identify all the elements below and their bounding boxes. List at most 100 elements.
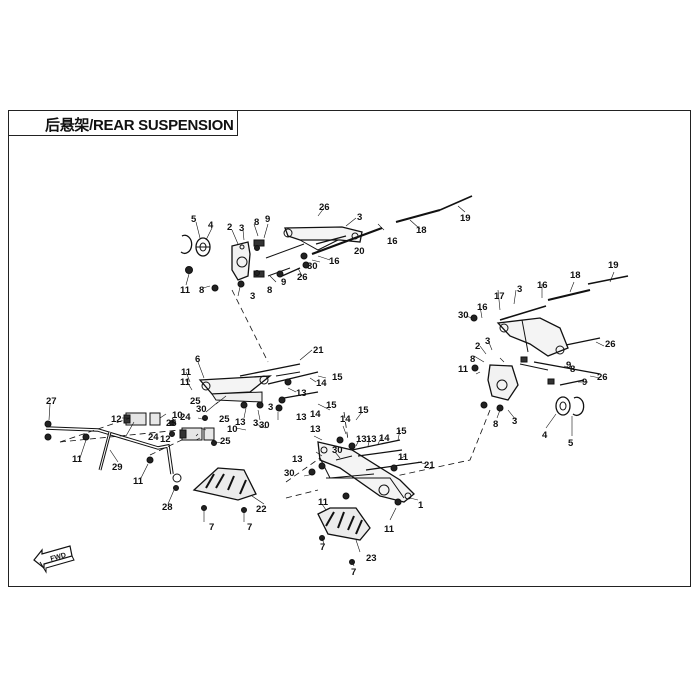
callout-2: 2 bbox=[475, 341, 480, 352]
alignment-lines bbox=[59, 289, 491, 499]
callout-22: 22 bbox=[256, 504, 267, 515]
callout-7: 7 bbox=[320, 542, 325, 553]
callout-18: 18 bbox=[416, 225, 427, 236]
callout-11: 11 bbox=[133, 476, 144, 487]
callout-8: 8 bbox=[254, 217, 259, 228]
callout-8: 8 bbox=[470, 354, 475, 365]
shaft-bolts-right bbox=[499, 275, 629, 386]
callout-8: 8 bbox=[493, 419, 498, 430]
callout-8: 8 bbox=[267, 285, 272, 296]
callout-11: 11 bbox=[384, 524, 395, 535]
callout-19: 19 bbox=[460, 213, 471, 224]
callout-26: 26 bbox=[605, 339, 616, 350]
callout-3: 3 bbox=[357, 212, 362, 223]
callout-3: 3 bbox=[239, 223, 244, 234]
callout-13: 13 bbox=[292, 454, 303, 465]
callout-11: 11 bbox=[181, 367, 192, 378]
callout-15: 15 bbox=[332, 372, 343, 383]
leader-lines bbox=[48, 205, 615, 567]
page-title: 后悬架/REAR SUSPENSION bbox=[45, 117, 234, 134]
callout-2: 2 bbox=[227, 222, 232, 233]
knuckle-right bbox=[470, 314, 585, 416]
callout-9: 9 bbox=[566, 360, 571, 371]
callout-30: 30 bbox=[284, 468, 295, 479]
callout-15: 15 bbox=[358, 405, 369, 416]
callout-3: 3 bbox=[512, 416, 517, 427]
callout-21: 21 bbox=[424, 460, 435, 471]
callout-25: 25 bbox=[166, 418, 177, 429]
callout-8: 8 bbox=[199, 285, 204, 296]
callout-9: 9 bbox=[582, 377, 587, 388]
callout-8: 8 bbox=[570, 364, 575, 375]
callout-21: 21 bbox=[313, 345, 324, 356]
callout-26: 26 bbox=[297, 272, 308, 283]
callout-23: 23 bbox=[366, 553, 377, 564]
callout-11: 11 bbox=[72, 454, 83, 465]
callout-26: 26 bbox=[597, 372, 608, 383]
callout-26: 26 bbox=[319, 202, 330, 213]
callout-7: 7 bbox=[351, 567, 356, 578]
callout-16: 16 bbox=[329, 256, 340, 267]
callout-24: 24 bbox=[148, 432, 159, 443]
skid-guard-left bbox=[192, 467, 257, 513]
callout-20: 20 bbox=[354, 246, 365, 257]
callout-15: 15 bbox=[396, 426, 407, 437]
a-arm-middle bbox=[198, 363, 319, 412]
callout-16: 16 bbox=[477, 302, 488, 313]
callout-3: 3 bbox=[253, 418, 258, 429]
callout-10: 10 bbox=[172, 410, 183, 421]
callout-11: 11 bbox=[180, 377, 191, 388]
callout-6: 6 bbox=[195, 354, 200, 365]
callout-14: 14 bbox=[379, 433, 390, 444]
callout-30: 30 bbox=[458, 310, 469, 321]
callout-24: 24 bbox=[180, 412, 191, 423]
callout-13: 13 bbox=[310, 424, 321, 435]
callout-12: 12 bbox=[160, 434, 171, 445]
diagram-frame bbox=[8, 110, 691, 587]
callout-labels: 1 2 2 3 3 3 3 3 3 3 3 4 4 5 5 6 7 7 7 7 … bbox=[46, 202, 619, 578]
callout-30: 30 bbox=[307, 261, 318, 272]
callout-15: 15 bbox=[326, 400, 337, 411]
callout-13: 13 bbox=[366, 434, 377, 445]
callout-11: 11 bbox=[458, 364, 469, 375]
callout-5: 5 bbox=[568, 438, 574, 449]
callout-12: 12 bbox=[111, 414, 122, 425]
callout-13: 13 bbox=[235, 417, 246, 428]
callout-14: 14 bbox=[340, 414, 351, 425]
callout-16: 16 bbox=[537, 280, 548, 291]
stabilizer-bar bbox=[44, 412, 217, 491]
callout-14: 14 bbox=[316, 378, 327, 389]
callout-4: 4 bbox=[208, 220, 214, 231]
callout-28: 28 bbox=[162, 502, 173, 513]
callout-7: 7 bbox=[209, 522, 214, 533]
knuckle-upper-left bbox=[180, 234, 265, 292]
skid-guard-right bbox=[317, 507, 371, 565]
callout-11: 11 bbox=[398, 452, 409, 463]
callout-9: 9 bbox=[281, 277, 286, 288]
callout-16: 16 bbox=[387, 236, 398, 247]
callout-17: 17 bbox=[494, 291, 505, 302]
callout-29: 29 bbox=[112, 462, 123, 473]
callout-4: 4 bbox=[542, 430, 548, 441]
callout-13: 13 bbox=[356, 434, 367, 445]
callout-11: 11 bbox=[318, 497, 329, 508]
callout-30: 30 bbox=[196, 404, 207, 415]
title-box bbox=[8, 110, 238, 136]
callout-3: 3 bbox=[485, 336, 490, 347]
callout-7: 7 bbox=[247, 522, 252, 533]
callout-14: 14 bbox=[310, 409, 321, 420]
callout-11: 11 bbox=[180, 285, 191, 296]
callout-10: 10 bbox=[227, 424, 238, 435]
fwd-arrow-icon bbox=[33, 545, 75, 574]
shaft-bolts-upper-left bbox=[265, 195, 473, 278]
callout-30: 30 bbox=[332, 445, 343, 456]
callout-3: 3 bbox=[268, 402, 273, 413]
callout-25: 25 bbox=[220, 436, 231, 447]
callout-25: 25 bbox=[219, 414, 230, 425]
callout-19: 19 bbox=[608, 260, 619, 271]
callout-13: 13 bbox=[296, 388, 307, 399]
callout-5: 5 bbox=[191, 214, 197, 225]
callout-3: 3 bbox=[517, 284, 522, 295]
callout-13: 13 bbox=[296, 412, 307, 423]
